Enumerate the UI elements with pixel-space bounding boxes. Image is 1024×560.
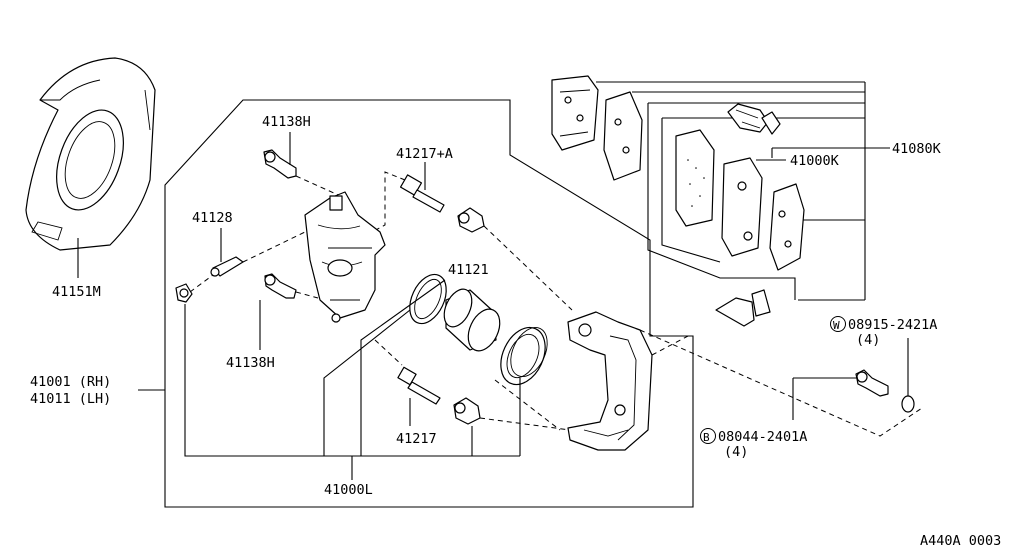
piston-seal-ring-inner — [414, 278, 442, 320]
piston — [443, 288, 501, 352]
label-08044-2401a: 08044-2401A — [718, 429, 807, 445]
label-41138h-top: 41138H — [262, 114, 311, 130]
caliper-body-bracket — [184, 279, 521, 480]
marker-w-circle — [830, 316, 846, 332]
leader-b-bolt — [792, 377, 858, 420]
torque-member — [567, 311, 653, 451]
dash-boot-top — [483, 225, 573, 311]
label-41001-rh: 41001 (RH) — [30, 374, 111, 390]
pad-shim-outer — [603, 91, 643, 181]
bleeder-screw-41128 — [210, 256, 244, 277]
piston-seal-ring — [409, 273, 447, 325]
label-41217a: 41217+A — [396, 146, 453, 162]
washer-w-08915 — [901, 395, 915, 413]
guide-pin-41217a — [399, 174, 445, 213]
label-41080k: 41080K — [892, 141, 942, 157]
marker-b: B — [703, 431, 710, 444]
outer-brake-pad — [551, 75, 599, 151]
guide-pin-41217 — [397, 366, 441, 405]
dash-41138h-bottom — [295, 291, 319, 299]
dash-torque-bolts — [639, 329, 923, 437]
label-41011-lh: 41011 (LH) — [30, 391, 111, 407]
label-41000l: 41000L — [324, 482, 373, 498]
dust-shield — [25, 57, 156, 251]
figure-id: A440A 0003 — [920, 533, 1001, 549]
dash-41128 — [189, 231, 306, 293]
piston-boot — [500, 326, 548, 386]
bleeder-cap — [175, 283, 193, 303]
label-41000k: 41000K — [790, 153, 840, 169]
inner-brake-pad — [675, 129, 715, 227]
label-41121: 41121 — [448, 262, 489, 278]
label-08915-2421a: 08915-2421A — [848, 317, 937, 333]
pad-clip-top — [727, 103, 781, 135]
pad-clip-bottom — [715, 289, 771, 327]
label-41138h-bottom: 41138H — [226, 355, 275, 371]
dash-41217 — [374, 339, 403, 366]
caliper-body — [304, 191, 386, 323]
dash-41217a — [371, 171, 406, 233]
bolt-41138h-top — [263, 149, 297, 179]
pad-shim-inner — [769, 183, 805, 271]
caliper-assembly-outline — [164, 99, 694, 508]
label-w-qty: (4) — [856, 332, 880, 348]
pad-kit-inner-frame — [647, 103, 796, 300]
pin-boot-top — [457, 207, 485, 233]
marker-b-circle — [700, 428, 716, 444]
bolt-b-08044 — [855, 369, 889, 397]
brake-pad-41000k — [721, 157, 763, 257]
label-41151m: 41151M — [52, 284, 101, 300]
pin-boot-bottom — [453, 397, 481, 425]
bolt-41138h-bottom — [264, 273, 297, 299]
marker-w: W — [833, 319, 840, 332]
label-41128: 41128 — [192, 210, 233, 226]
label-41217: 41217 — [396, 431, 437, 447]
dash-boot-bottom — [479, 379, 571, 431]
label-b-qty: (4) — [724, 444, 748, 460]
